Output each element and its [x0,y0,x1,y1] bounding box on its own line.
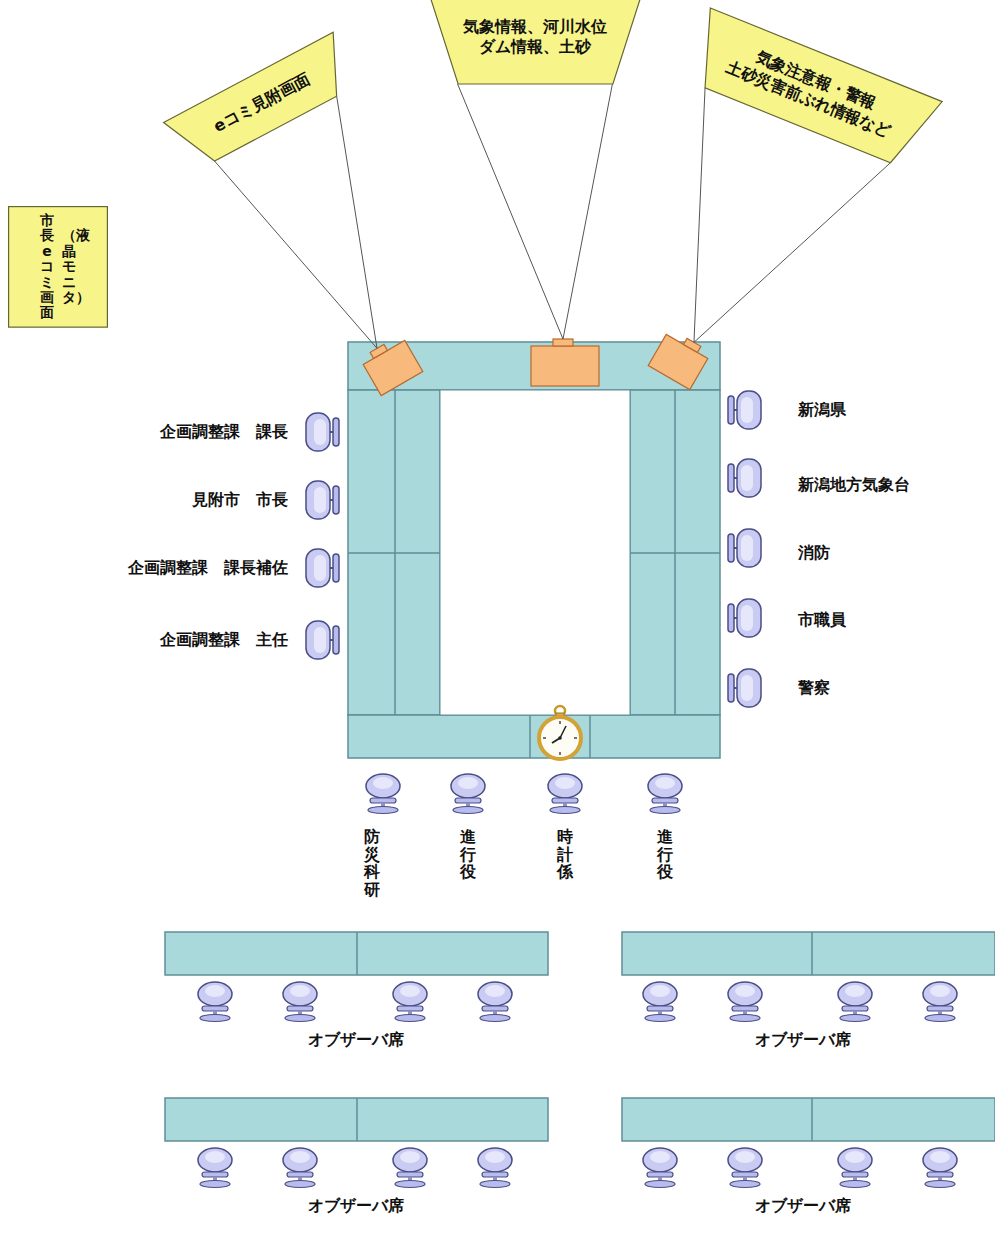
projector [531,339,599,386]
chair [838,982,872,1022]
projection-line [563,84,612,339]
shape-outline [682,8,942,172]
monitor-box: 市長eコミ画面 （液晶モニタ） [8,206,108,328]
shape-outline [9,207,108,328]
projection-screen: 気象注意報・警報 土砂災害前ぶれ情報など [682,8,942,172]
chair [728,982,762,1022]
chair [306,391,761,814]
chair [923,1148,957,1188]
chair [283,982,317,1022]
seat-label: 進行役 [657,828,673,881]
screen-label: eコミ見附画面 [200,64,324,143]
observer-chairs [198,982,957,1188]
monitor-label: （液晶モニタ） [62,228,76,305]
chair [198,982,232,1022]
chair [923,982,957,1022]
screen-label: 気象情報、河川水位 ダム情報、土砂 [458,17,612,57]
chair [478,1148,512,1188]
monitor-shape [8,206,108,328]
projection-lines [215,84,891,348]
conference-table [348,342,720,758]
projection-screen: 気象情報、河川水位 ダム情報、土砂 [428,0,643,84]
seat-label: 企画調整課 課長補佐 [128,558,288,577]
projection-line [694,88,705,343]
area-label: オブザーバ席 [755,1030,851,1049]
observer-table [165,932,995,1141]
chair [393,1148,427,1188]
shape-outline [164,32,361,173]
chair [393,982,427,1022]
seat-label: 新潟地方気象台 [798,475,910,494]
seat-label: 防災科研 [364,828,380,898]
seat-label: 消防 [798,543,830,562]
projection-line [337,96,377,348]
projection-line [458,84,563,339]
seat-label: 見附市 市長 [192,490,288,509]
monitor-label: 市長eコミ画面 [40,213,54,321]
area-label: オブザーバ席 [308,1196,404,1215]
chair [643,1148,677,1188]
seat-label: 市職員 [798,610,846,629]
area-label: オブザーバ席 [755,1196,851,1215]
projector [360,334,423,395]
chair [728,1148,762,1188]
seat-label: 企画調整課 主任 [160,630,288,649]
area-label: オブザーバ席 [308,1030,404,1049]
seat-label: 警察 [798,678,830,697]
chair [283,1148,317,1188]
shape-outline [428,0,643,84]
chair [838,1148,872,1188]
seat-label: 進行役 [460,828,476,881]
seat-label: 時計係 [557,828,573,881]
projection-screen: eコミ見附画面 [164,32,361,173]
chair [643,982,677,1022]
seat-label: 新潟県 [798,400,846,419]
projector [648,328,711,389]
screen-label: 気象注意報・警報 土砂災害前ぶれ情報など [716,36,907,144]
seat-label: 企画調整課 課長 [160,422,288,441]
chair [198,1148,232,1188]
projection-line [215,161,377,348]
chair [478,982,512,1022]
projection-line [694,163,891,343]
table-center [440,390,630,715]
clock-icon [539,706,581,759]
